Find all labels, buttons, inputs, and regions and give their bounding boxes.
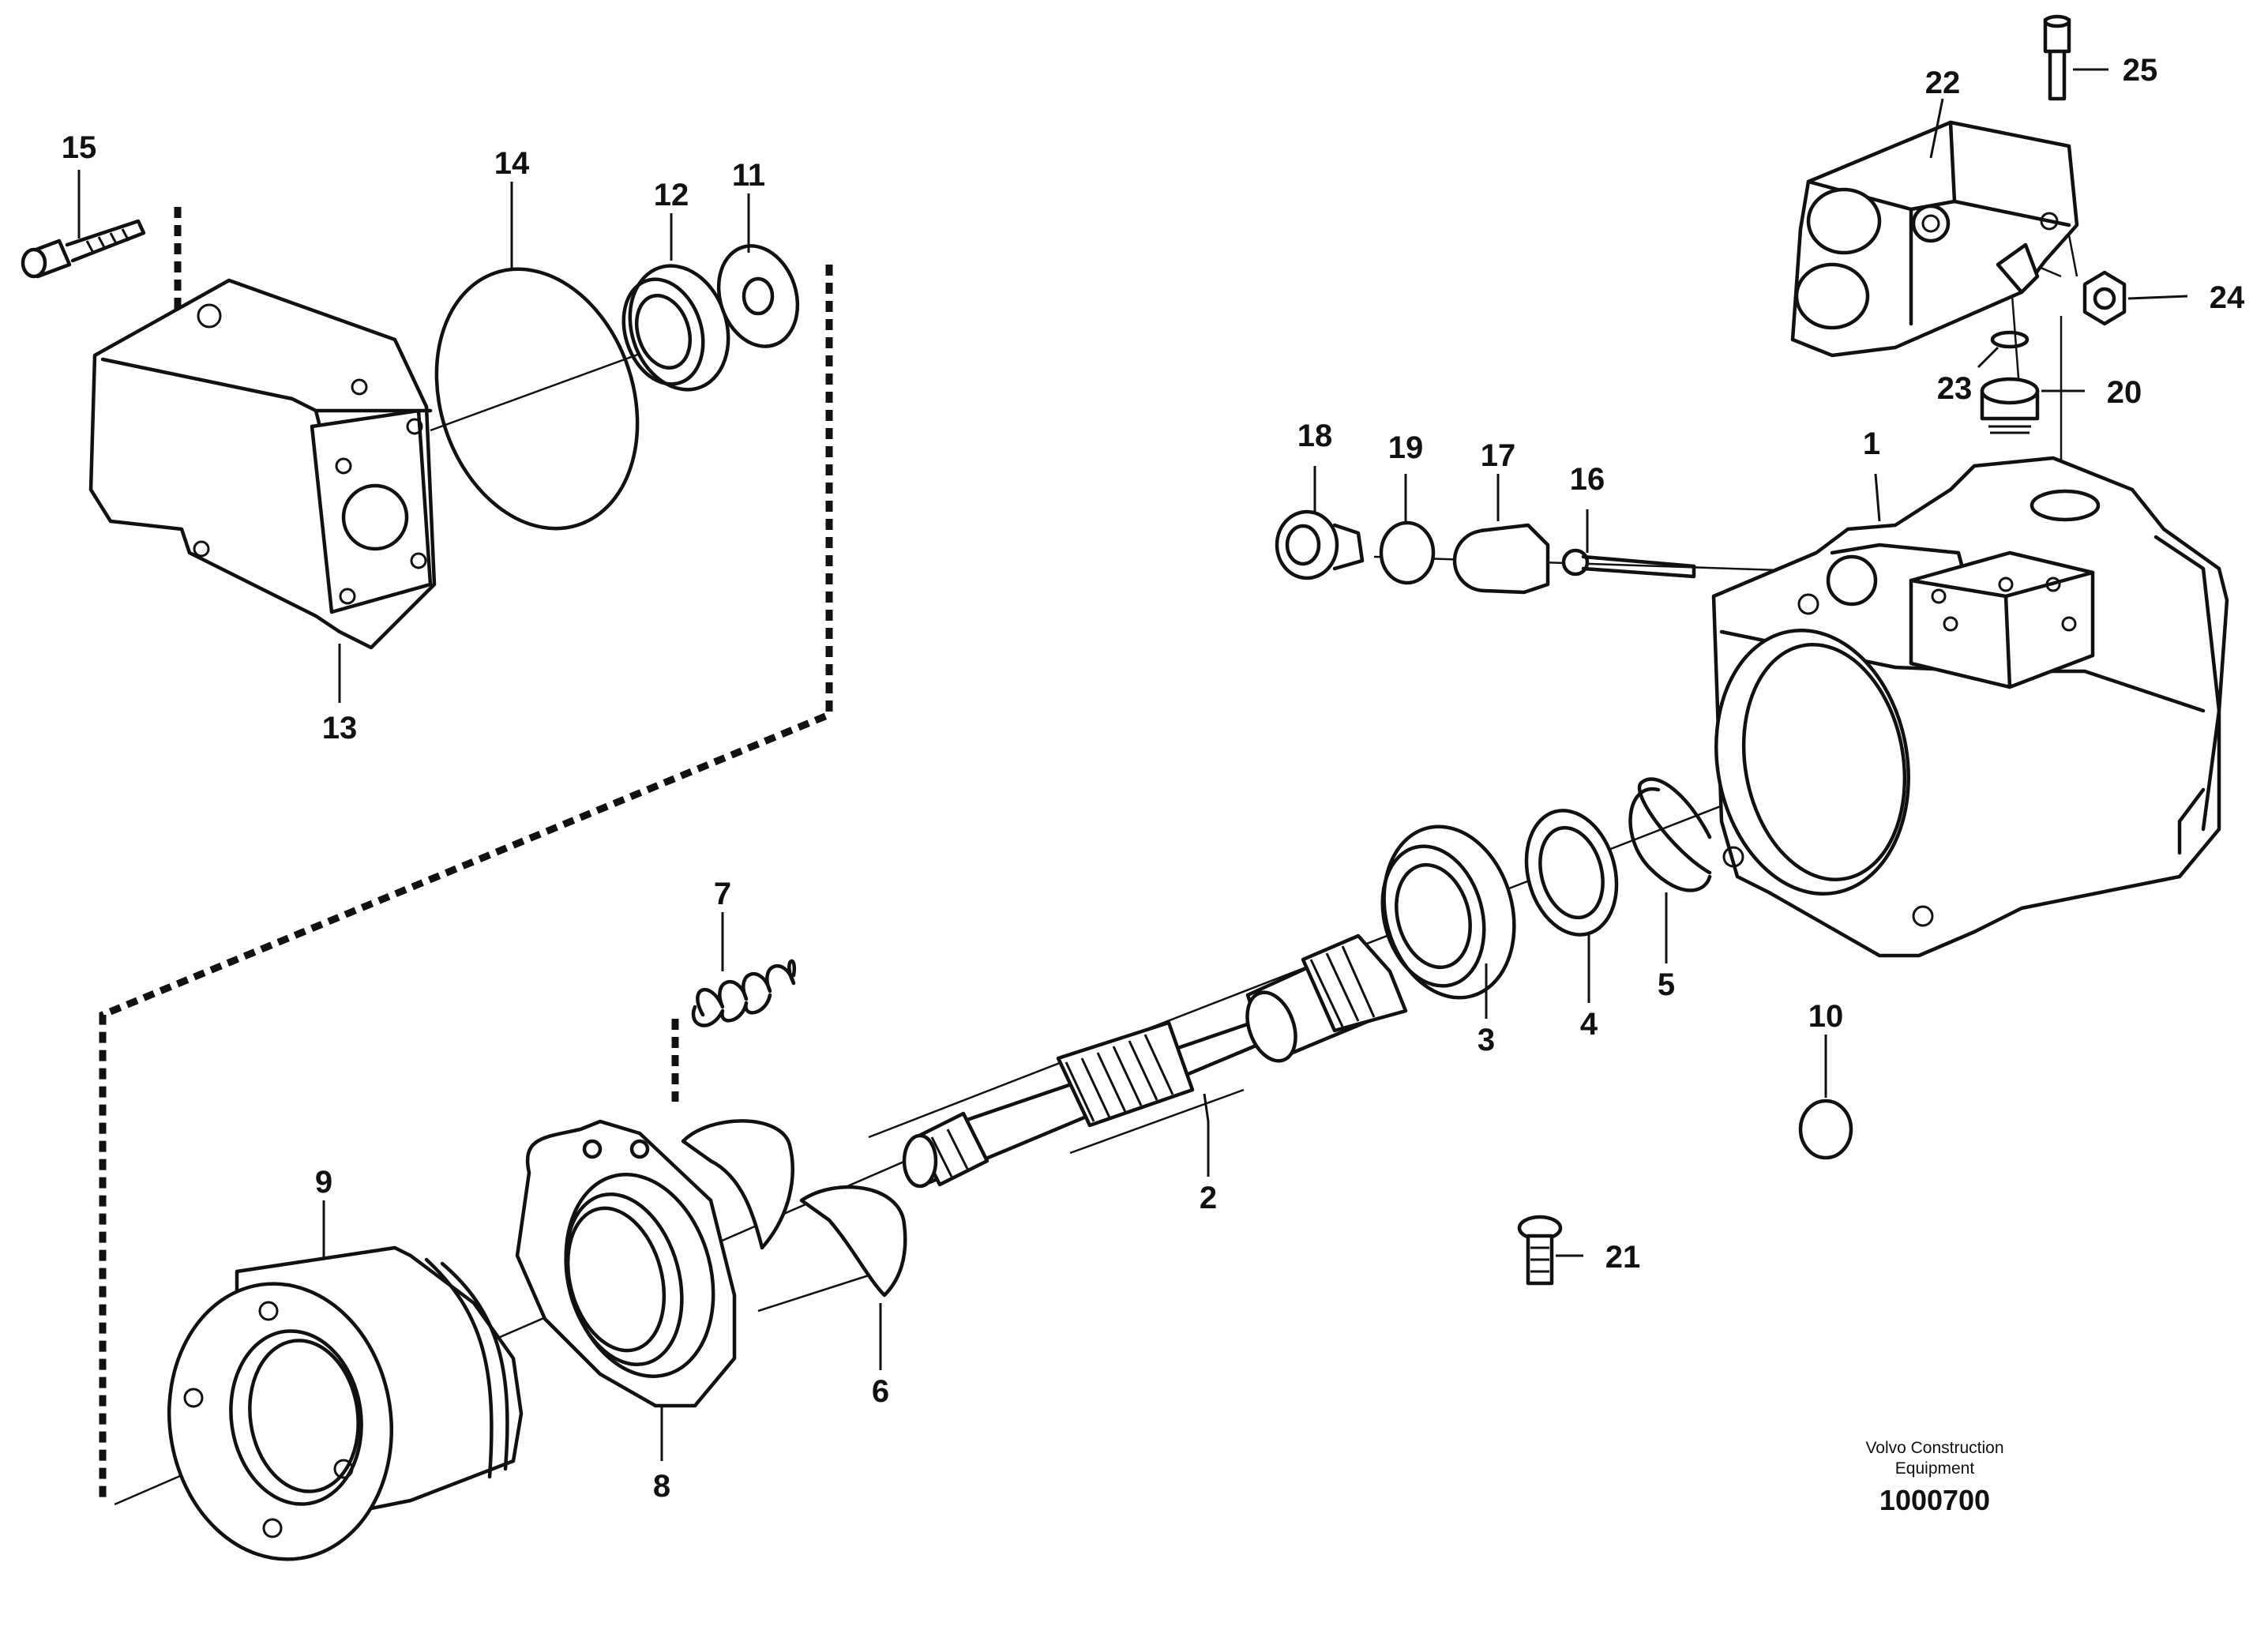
cylinder-block-9 [167,1245,524,1561]
drawing-number: 1000700 [1879,1484,1990,1516]
o-ring-14 [434,267,640,531]
plug-24 [2082,270,2127,326]
callout-11: 11 [732,158,765,193]
callout-2: 2 [1200,1181,1217,1215]
callout-8: 8 [653,1469,670,1504]
pump-housing [1711,456,2229,958]
callout-15: 15 [62,130,97,165]
callout-4: 4 [1580,1007,1598,1042]
o-ring-10 [1798,1099,1853,1160]
valve-block-22 [1790,120,2079,358]
callout-leaders [77,68,2188,1461]
assembly-dashed-lines [99,207,833,1500]
callout-3: 3 [1478,1023,1495,1057]
half-shells-6 [681,1119,907,1298]
seal-23 [1990,330,2030,349]
callout-22: 22 [1925,66,1961,100]
company-name-line2: Equipment [1895,1459,1975,1478]
callout-1: 1 [1863,426,1880,461]
swash-plate-8 [515,1119,737,1408]
plug-screw-21 [1517,1215,1563,1286]
callout-5: 5 [1658,967,1675,1002]
washer-11 [716,244,800,348]
cap-screw-25 [2043,14,2071,101]
callout-labels: 1 2 3 4 5 6 7 8 9 10 11 12 13 14 15 16 1… [62,53,2245,1504]
callout-14: 14 [494,146,530,181]
bearing-3 [1380,824,1516,1000]
callout-21: 21 [1605,1240,1641,1275]
callout-20: 20 [2107,375,2142,410]
callout-25: 25 [2123,53,2158,88]
callout-10: 10 [1808,999,1844,1034]
callout-24: 24 [2210,280,2245,315]
callout-18: 18 [1297,419,1333,453]
seal-ring-4 [1524,809,1619,937]
callout-23: 23 [1937,371,1973,406]
fitting-18 [1275,509,1365,580]
cap-screw-15 [21,219,146,279]
callout-17: 17 [1481,438,1516,473]
pin-16 [1561,548,1696,579]
callout-13: 13 [322,711,358,746]
callout-16: 16 [1570,462,1605,497]
callout-6: 6 [872,1374,889,1409]
callout-9: 9 [315,1165,332,1200]
end-cover-housing [88,278,437,650]
plug-20 [1980,377,2040,434]
drawing-footer: Volvo Construction Equipment 1000700 [1865,1439,2003,1516]
callout-19: 19 [1388,430,1424,465]
company-name-line1: Volvo Construction [1865,1439,2003,1457]
disc-19 [1379,520,1436,585]
circlip-5 [1628,777,1712,892]
callout-7: 7 [714,877,731,911]
plunger-17 [1452,523,1550,595]
spring-7 [691,959,797,1027]
drive-shaft-2 [902,933,1408,1189]
callout-12: 12 [654,178,689,212]
